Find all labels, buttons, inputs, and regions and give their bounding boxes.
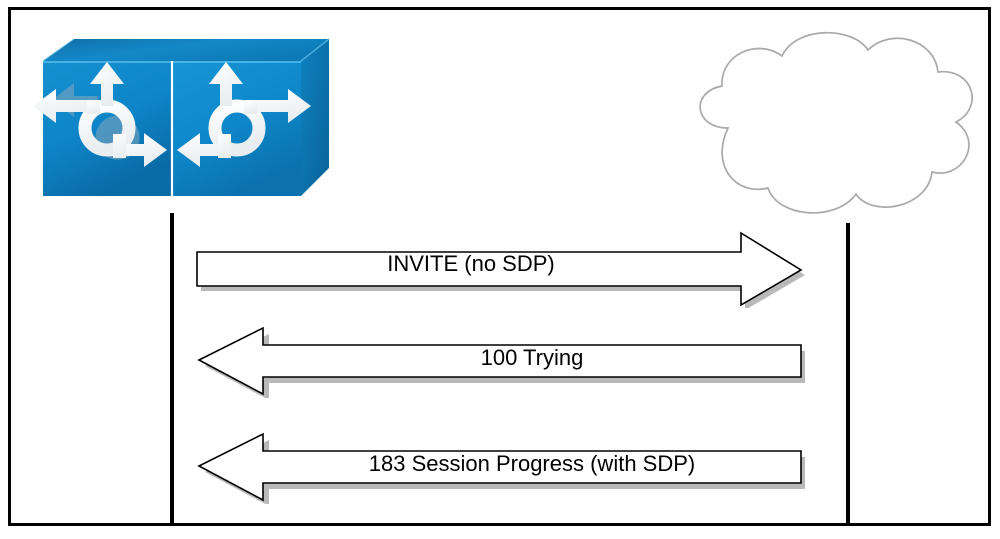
router-icon[interactable] — [33, 28, 343, 208]
cloud-shape — [699, 31, 973, 214]
router-side-face — [301, 39, 329, 196]
arrow-body-left-2 — [197, 432, 802, 502]
message-label-100-trying: 100 Trying — [480, 345, 584, 370]
diagram-frame: INVITE (no SDP) 100 Trying 183 Session P… — [8, 7, 991, 526]
cloud-icon[interactable] — [666, 24, 1000, 224]
lifeline-router — [170, 213, 174, 524]
message-arrow-183-session-progress[interactable] — [193, 428, 805, 504]
lifeline-network — [846, 223, 850, 524]
router-glyph-right — [177, 62, 311, 167]
router-top-face — [43, 39, 329, 61]
message-label-183-session-progress: 183 Session Progress (with SDP) — [368, 451, 696, 476]
message-label-invite: INVITE (no SDP) — [387, 251, 555, 276]
arrow-body-left-1 — [197, 326, 802, 396]
arrow-body-right — [196, 231, 803, 307]
message-arrow-invite[interactable] — [193, 228, 809, 308]
message-arrow-100-trying[interactable] — [193, 322, 805, 398]
router-glyph-left — [33, 62, 167, 167]
